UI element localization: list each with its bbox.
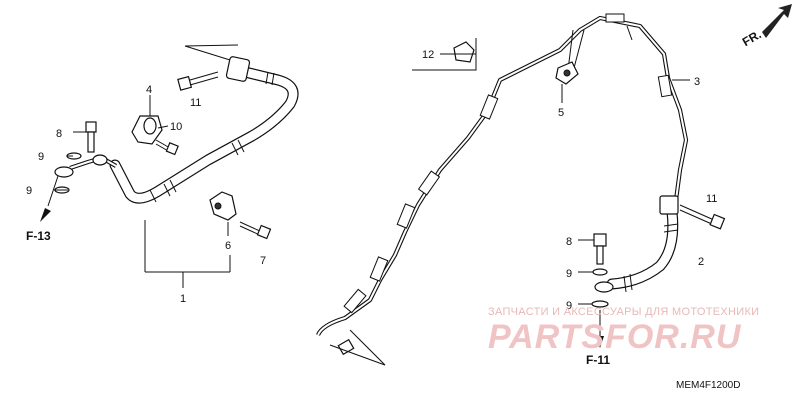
watermark-tagline: ЗАПЧАСТИ И АКСЕССУАРЫ ДЛЯ МОТОТЕХНИКИ: [488, 306, 759, 318]
callout-5: 5: [558, 107, 564, 119]
callout-6: 6: [225, 240, 231, 252]
front-direction-arrow: FR.: [740, 4, 792, 49]
hose-clamp-6: [209, 191, 237, 221]
hose-clamp-4: [131, 95, 163, 145]
callout-9-right-b: 9: [566, 300, 572, 312]
callout-3: 3: [694, 76, 700, 88]
callout-9-left-b: 9: [26, 185, 32, 197]
callout-10: 10: [170, 121, 182, 133]
callout-9-right-a: 9: [566, 268, 572, 280]
brake-hose-2: [594, 195, 679, 293]
bolt-11-right: [679, 204, 726, 230]
pipe-clip-12: [412, 38, 477, 71]
callout-11-left: 11: [190, 97, 201, 109]
callout-1: 1: [180, 293, 186, 305]
banjo-bolt-8-left: [85, 121, 97, 153]
banjo-bolt-8-right: [593, 233, 607, 265]
brake-pipe-3: [316, 13, 689, 366]
brake-hose-1: [54, 44, 299, 204]
bolt-11-left: [177, 71, 219, 91]
callout-2: 2: [698, 256, 704, 268]
bolt-10: [155, 139, 179, 156]
leader-lines-left: [54, 125, 231, 288]
callout-9-left-a: 9: [38, 151, 44, 163]
reference-f13: F-13: [26, 229, 51, 243]
reference-f11: F-11: [586, 353, 610, 367]
bolt-7: [239, 221, 272, 240]
callout-4: 4: [146, 84, 152, 96]
callout-8-left: 8: [56, 128, 62, 140]
callout-11-right: 11: [706, 193, 717, 205]
watermark-logo: PARTSFOR.RU: [488, 318, 742, 356]
callout-12: 12: [422, 49, 434, 61]
diagram-code: MEM4F1200D: [676, 380, 740, 391]
direction-label: FR.: [740, 27, 764, 49]
callout-8-right: 8: [566, 236, 572, 248]
pipe-clip-5: [555, 61, 579, 85]
sealing-washer-9-left: [40, 152, 82, 222]
leader-lines-right: [440, 53, 690, 305]
callout-7: 7: [260, 255, 266, 267]
